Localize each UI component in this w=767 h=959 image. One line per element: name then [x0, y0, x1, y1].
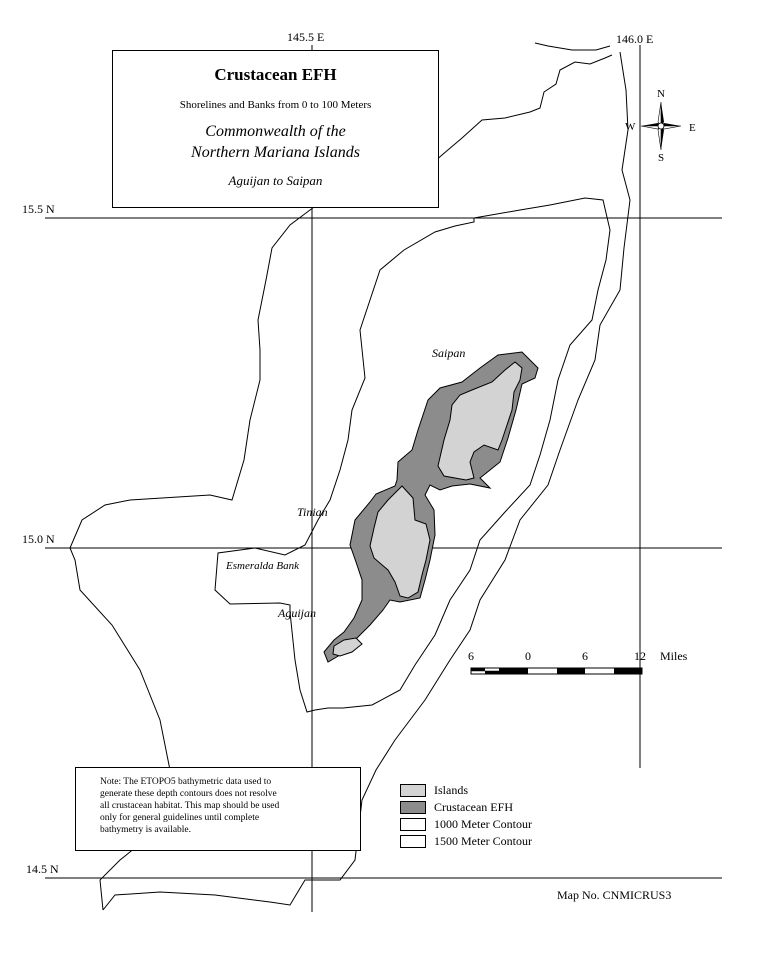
map-subtitle: Shorelines and Banks from 0 to 100 Meter… — [179, 99, 372, 111]
compass-rose-icon — [640, 101, 682, 151]
legend-item-efh: Crustacean EFH — [400, 799, 532, 816]
title-box: Crustacean EFH Shorelines and Banks from… — [112, 50, 439, 208]
note-line: Note: The ETOPO5 bathymetric data used t… — [100, 777, 272, 787]
legend-item-1500m: 1500 Meter Contour — [400, 833, 532, 850]
legend-label: 1500 Meter Contour — [434, 834, 532, 848]
region-name: Commonwealth of the Northern Mariana Isl… — [113, 121, 438, 163]
compass-e: E — [689, 122, 696, 134]
scale-tick-2: 6 — [582, 649, 588, 663]
compass-n: N — [657, 88, 665, 100]
lat-label-15-0: 15.0 N — [22, 532, 55, 546]
island-tinian — [369, 485, 431, 599]
lat-label-14-5: 14.5 N — [26, 862, 59, 876]
legend-item-1000m: 1000 Meter Contour — [400, 816, 532, 833]
note-line: bathymetry is available. — [100, 825, 192, 835]
compass-w: W — [625, 121, 636, 133]
legend-label: Islands — [434, 783, 468, 797]
island-aguijan — [332, 637, 363, 657]
note-line: only for general guidelines until comple… — [100, 813, 260, 823]
lat-label-15-5: 15.5 N — [22, 202, 55, 216]
note-line: all crustacean habitat. This map should … — [100, 801, 280, 811]
label-saipan: Saipan — [432, 346, 465, 360]
map-number: Map No. CNMICRUS3 — [557, 888, 672, 902]
lon-label-145-5: 145.5 E — [287, 30, 324, 44]
scale-bar — [470, 667, 643, 675]
map-title: Crustacean EFH — [214, 65, 337, 84]
legend-label: Crustacean EFH — [434, 800, 513, 814]
contour-1500m — [69, 42, 631, 911]
scale-tick-0: 6 — [468, 649, 474, 663]
island-saipan — [437, 361, 523, 481]
label-tinian: Tinian — [297, 505, 328, 519]
scale-unit: Miles — [660, 649, 688, 663]
label-aguijan: Aguijan — [277, 606, 316, 620]
area-name: Aguijan to Saipan — [228, 173, 323, 188]
legend-swatch-islands — [400, 784, 426, 797]
legend-swatch-1000m — [400, 818, 426, 831]
legend: Islands Crustacean EFH 1000 Meter Contou… — [400, 782, 532, 850]
note-line: generate these depth contours does not r… — [100, 789, 277, 799]
legend-swatch-1500m — [400, 835, 426, 848]
region-line-1: Commonwealth of the — [205, 123, 346, 140]
contour-1000m — [214, 197, 611, 713]
compass-s: S — [658, 152, 664, 164]
scale-tick-1: 0 — [525, 649, 531, 663]
region-line-2: Northern Mariana Islands — [191, 144, 360, 161]
legend-item-islands: Islands — [400, 782, 532, 799]
label-esmeralda-bank: Esmeralda Bank — [225, 560, 300, 572]
legend-label: 1000 Meter Contour — [434, 817, 532, 831]
scale-tick-3: 12 — [634, 649, 646, 663]
lon-label-146-0: 146.0 E — [616, 32, 653, 46]
note-box: Note: The ETOPO5 bathymetric data used t… — [75, 767, 361, 851]
legend-swatch-efh — [400, 801, 426, 814]
